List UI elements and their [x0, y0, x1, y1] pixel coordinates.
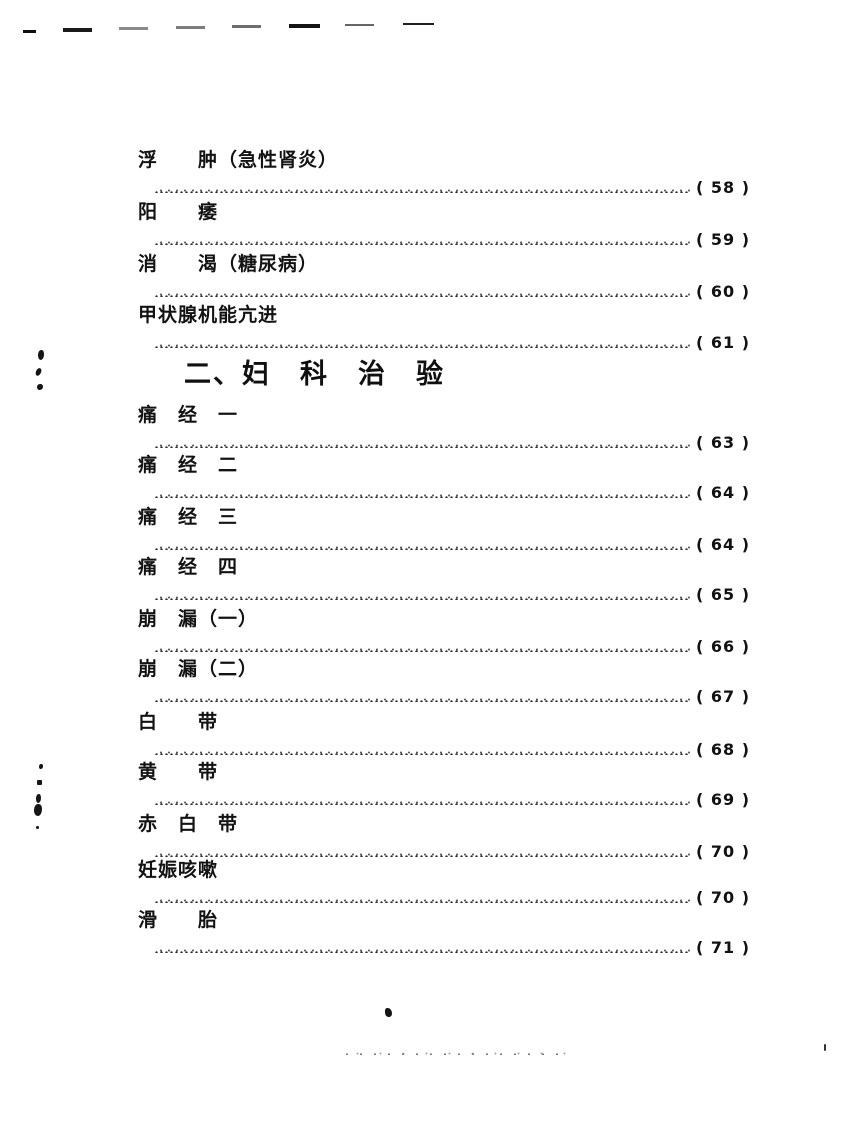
dotted-leader [154, 695, 690, 702]
ink-speck [385, 1008, 392, 1017]
dotted-leader [154, 748, 690, 755]
toc-leader-row: ( 58 ) [138, 178, 750, 197]
toc-entry: 消 渴（糖尿病） ( 60 ) [138, 252, 750, 301]
toc-entry-title: 崩 漏（二） [138, 658, 259, 680]
scan-dash [232, 25, 261, 28]
toc-leader-row: ( 69 ) [138, 790, 750, 809]
toc-entry-title: 妊娠咳嗽 [138, 859, 219, 881]
scan-dash [289, 24, 320, 28]
toc-leader-row: ( 70 ) [138, 842, 750, 861]
scan-dash [403, 23, 434, 25]
toc-entry-page-number: ( 66 ) [695, 637, 750, 656]
toc-leader-row: ( 60 ) [138, 282, 750, 301]
toc-entry: 黄 带 ( 69 ) [138, 760, 750, 809]
dotted-leader [154, 645, 690, 652]
toc-leader-row: ( 65 ) [138, 585, 750, 604]
dotted-leader [154, 896, 690, 903]
toc-entry-page-number: ( 59 ) [695, 230, 750, 249]
toc-entry: 甲状腺机能亢进 ( 61 ) [138, 303, 750, 352]
toc-entry-title: 痛 经 三 [138, 506, 239, 528]
toc-entry-page-number: ( 70 ) [695, 888, 750, 907]
scan-dash [176, 26, 205, 29]
toc-entry-title: 黄 带 [138, 761, 219, 783]
dotted-leader [154, 850, 690, 857]
toc-leader-row: ( 59 ) [138, 230, 750, 249]
toc-entry-title: 浮 肿（急性肾炎） [138, 149, 339, 171]
toc-entry-title: 消 渴（糖尿病） [138, 253, 319, 275]
toc-entry: 痛 经 三 ( 64 ) [138, 505, 750, 554]
toc-leader-row: ( 63 ) [138, 433, 750, 452]
dotted-leader [154, 186, 690, 193]
toc-entry-page-number: ( 63 ) [695, 433, 750, 452]
toc-entry-title: 痛 经 一 [138, 404, 239, 426]
toc-entry: 白 带 ( 68 ) [138, 710, 750, 759]
toc-entry-page-number: ( 64 ) [695, 535, 750, 554]
ink-speck [37, 384, 43, 390]
toc-entry-title: 崩 漏（一） [138, 608, 259, 630]
toc-leader-row: ( 68 ) [138, 740, 750, 759]
toc-entry: 妊娠咳嗽 ( 70 ) [138, 858, 750, 907]
dotted-leader [154, 238, 690, 245]
dotted-leader [154, 798, 690, 805]
toc-entry-page-number: ( 67 ) [695, 687, 750, 706]
dotted-leader [154, 946, 690, 953]
toc-entry-title: 滑 胎 [138, 909, 219, 931]
scan-dash [23, 30, 36, 33]
toc-leader-row: ( 64 ) [138, 483, 750, 502]
toc-entry-title: 痛 经 四 [138, 556, 239, 578]
ink-speck [34, 804, 42, 816]
dotted-leader [154, 441, 690, 448]
ink-speck [34, 367, 43, 377]
toc-entry-title: 赤 白 带 [138, 813, 239, 835]
toc-entry-page-number: ( 60 ) [695, 282, 750, 301]
ink-speck [824, 1044, 826, 1051]
toc-leader-row: ( 66 ) [138, 637, 750, 656]
toc-entry-page-number: ( 65 ) [695, 585, 750, 604]
toc-leader-row: ( 71 ) [138, 938, 750, 957]
toc-entry: 崩 漏（一） ( 66 ) [138, 607, 750, 656]
toc-leader-row: ( 70 ) [138, 888, 750, 907]
toc-entry-title: 白 带 [138, 711, 219, 733]
ink-speck [37, 780, 42, 785]
toc-entry-title: 阳 痿 [138, 201, 219, 223]
toc-entry: 痛 经 二 ( 64 ) [138, 453, 750, 502]
toc-entry-page-number: ( 71 ) [695, 938, 750, 957]
toc-entry-title: 痛 经 二 [138, 454, 239, 476]
toc-entry-page-number: ( 58 ) [695, 178, 750, 197]
toc-entry-page-number: ( 61 ) [695, 333, 750, 352]
toc-entry: 滑 胎 ( 71 ) [138, 908, 750, 957]
scan-dash [119, 27, 148, 30]
toc-entry: 痛 经 一 ( 63 ) [138, 403, 750, 452]
dotted-leader [154, 341, 690, 348]
faint-speckle-line [340, 1050, 570, 1055]
toc-entry: 崩 漏（二） ( 67 ) [138, 657, 750, 706]
toc-leader-row: ( 61 ) [138, 333, 750, 352]
toc-entry: 浮 肿（急性肾炎） ( 58 ) [138, 148, 750, 197]
toc-leader-row: ( 64 ) [138, 535, 750, 554]
ink-speck [36, 826, 39, 829]
toc-entry-page-number: ( 68 ) [695, 740, 750, 759]
toc-entry: 阳 痿 ( 59 ) [138, 200, 750, 249]
scan-dash [63, 28, 92, 32]
toc-entry: 痛 经 四 ( 65 ) [138, 555, 750, 604]
scan-dash [345, 24, 374, 26]
dotted-leader [154, 491, 690, 498]
toc-entry: 赤 白 带 ( 70 ) [138, 812, 750, 861]
toc-leader-row: ( 67 ) [138, 687, 750, 706]
ink-speck [39, 764, 43, 769]
toc-entry-page-number: ( 70 ) [695, 842, 750, 861]
dotted-leader [154, 543, 690, 550]
toc-entry-page-number: ( 64 ) [695, 483, 750, 502]
section-heading-gynecology: 二、妇 科 治 验 [184, 359, 445, 390]
ink-speck [38, 350, 44, 360]
toc-entry-page-number: ( 69 ) [695, 790, 750, 809]
dotted-leader [154, 290, 690, 297]
dotted-leader [154, 593, 690, 600]
ink-speck [36, 794, 41, 803]
toc-entry-title: 甲状腺机能亢进 [138, 304, 279, 326]
